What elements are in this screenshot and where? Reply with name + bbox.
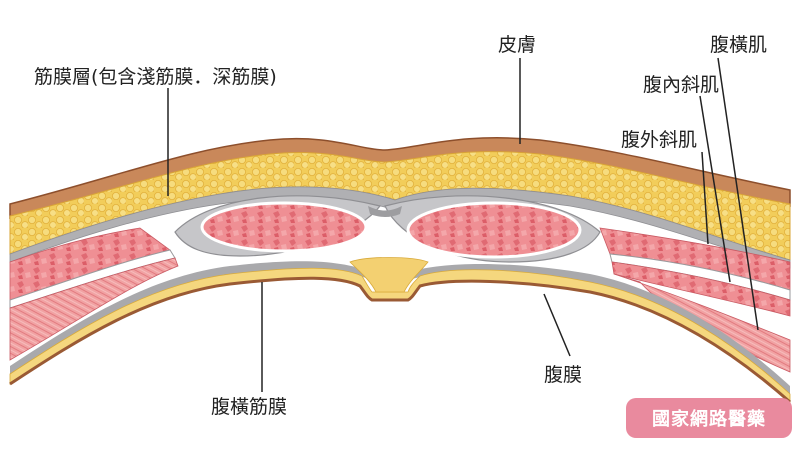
central-fat-pad bbox=[349, 257, 429, 293]
rectus-muscle-right bbox=[406, 201, 582, 259]
label-external-oblique: 腹外斜肌 bbox=[621, 129, 698, 151]
label-skin: 皮膚 bbox=[498, 34, 537, 56]
leader-external-oblique bbox=[701, 151, 709, 245]
label-transversus-abdominis: 腹橫肌 bbox=[710, 34, 768, 56]
label-fascia-layer: 筋膜層(包含淺筋膜．深筋膜) bbox=[34, 66, 277, 88]
label-internal-oblique: 腹內斜肌 bbox=[643, 74, 720, 96]
leader-transversus bbox=[717, 57, 759, 331]
label-transversalis-fascia: 腹橫筋膜 bbox=[211, 396, 288, 418]
label-peritoneum: 腹膜 bbox=[544, 364, 583, 386]
leader-lines bbox=[167, 57, 759, 392]
rectus-muscle-left bbox=[200, 201, 368, 253]
linea-alba bbox=[368, 206, 402, 217]
leader-peritoneum bbox=[543, 293, 571, 357]
left-transversus-muscle bbox=[9, 257, 179, 361]
transversalis-fascia-right bbox=[408, 263, 790, 394]
peritoneum-outline bbox=[9, 276, 791, 404]
right-internal-oblique bbox=[611, 261, 791, 317]
watermark-badge: 國家網路醫藥 bbox=[626, 398, 792, 438]
leader-internal-oblique bbox=[699, 95, 731, 283]
